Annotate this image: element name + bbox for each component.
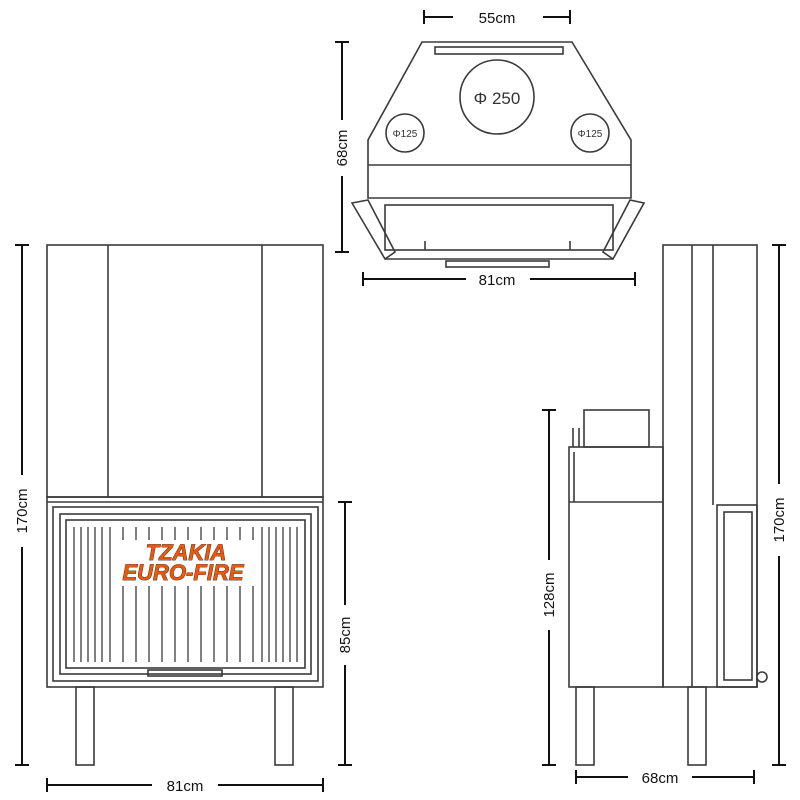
side-body xyxy=(568,446,664,688)
top-base-width-label: 81cm xyxy=(479,272,516,289)
top-front-ledge xyxy=(445,260,550,268)
front-right-leg xyxy=(274,686,294,766)
side-door-knob xyxy=(756,671,768,683)
side-height-label: 170cm xyxy=(771,497,788,542)
brand-logo: TZAKIA EURO-FIRE xyxy=(116,540,254,586)
side-view: 128cm 170cm 68cm xyxy=(539,244,789,788)
left-flue-circle xyxy=(385,113,425,153)
side-top-box xyxy=(583,409,650,448)
side-depth-label: 68cm xyxy=(642,770,679,787)
front-width-label: 81cm xyxy=(167,778,204,795)
left-flue-label: Φ125 xyxy=(393,129,418,140)
side-inner-height-label: 128cm xyxy=(541,572,558,617)
top-depth-label: 68cm xyxy=(334,130,351,167)
brand-logo-line2: EURO-FIRE xyxy=(123,560,245,585)
main-flue-circle xyxy=(459,59,535,135)
side-door xyxy=(716,504,758,688)
right-flue-label: Φ125 xyxy=(578,129,603,140)
side-left-leg xyxy=(575,686,595,766)
front-body xyxy=(46,496,324,688)
top-firebox-plan xyxy=(384,204,614,251)
top-hood-outline xyxy=(367,41,632,199)
front-height-label: 170cm xyxy=(14,488,31,533)
brand-logo-line1: TZAKIA xyxy=(146,540,227,565)
top-view: 55cm 68cm Φ 250 Φ125 Φ125 81cm xyxy=(332,6,646,290)
front-door-frame xyxy=(52,506,319,682)
front-hood xyxy=(46,244,324,498)
door-handle xyxy=(147,669,223,677)
front-left-leg xyxy=(75,686,95,766)
top-left-frame xyxy=(350,199,397,261)
firebox-glass xyxy=(65,519,306,669)
side-right-leg xyxy=(687,686,707,766)
front-view: 170cm xyxy=(12,244,355,796)
top-rear-strip xyxy=(434,46,564,55)
top-width-label: 55cm xyxy=(479,10,516,27)
side-chimney-column xyxy=(662,244,758,688)
main-flue-label: Φ 250 xyxy=(474,89,521,108)
top-right-frame xyxy=(601,199,646,261)
front-firebox-height-label: 85cm xyxy=(337,617,354,654)
right-flue-circle xyxy=(570,113,610,153)
